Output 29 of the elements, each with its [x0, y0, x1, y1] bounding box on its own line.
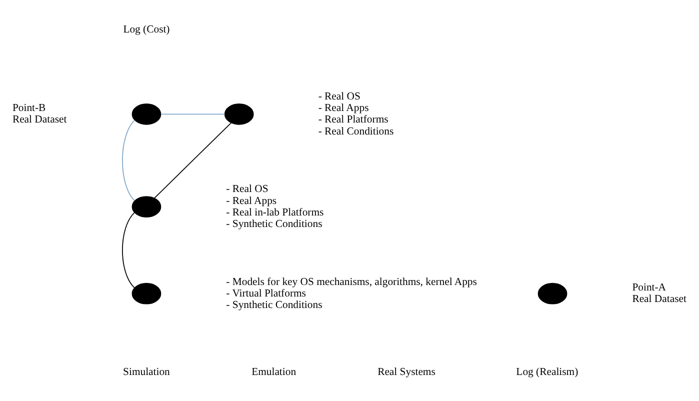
connector: [160, 113, 226, 114]
node-label: - Real OS: [318, 90, 360, 102]
node-label: - Real Conditions: [318, 124, 394, 137]
label: Log (Realism): [516, 366, 578, 378]
connector: [154, 122, 232, 198]
label: Emulation: [252, 366, 296, 378]
node-circle: [538, 282, 568, 304]
node-circle: [132, 282, 162, 304]
node-label: - Synthetic Conditions: [226, 217, 322, 230]
label: Real Systems: [378, 366, 436, 378]
node-label: - Real Apps: [226, 194, 277, 206]
node-label: Point-A: [632, 281, 666, 294]
node-label: - Models for key OS mechanisms, algorithms, kernel Apps: [226, 275, 477, 288]
node-label: - Real Apps: [318, 102, 369, 114]
node-label: - Real in-lab Platforms: [226, 206, 324, 218]
connector: [122, 119, 136, 201]
node-label: - Synthetic Conditions: [226, 298, 322, 310]
node-label: Point-B: [12, 102, 46, 114]
connector: [122, 212, 136, 288]
node-label: Real Dataset: [12, 113, 67, 126]
node-label: - Virtual Platforms: [226, 286, 306, 299]
node-circle: [224, 103, 254, 124]
label: Simulation: [123, 366, 170, 378]
label: Log (Cost): [123, 22, 170, 35]
node-label: Real Dataset: [632, 292, 686, 305]
node-label: - Real Platforms: [318, 113, 388, 126]
node-label: - Real OS: [226, 182, 268, 195]
node-circle: [132, 196, 162, 217]
node-circle: [132, 103, 162, 124]
